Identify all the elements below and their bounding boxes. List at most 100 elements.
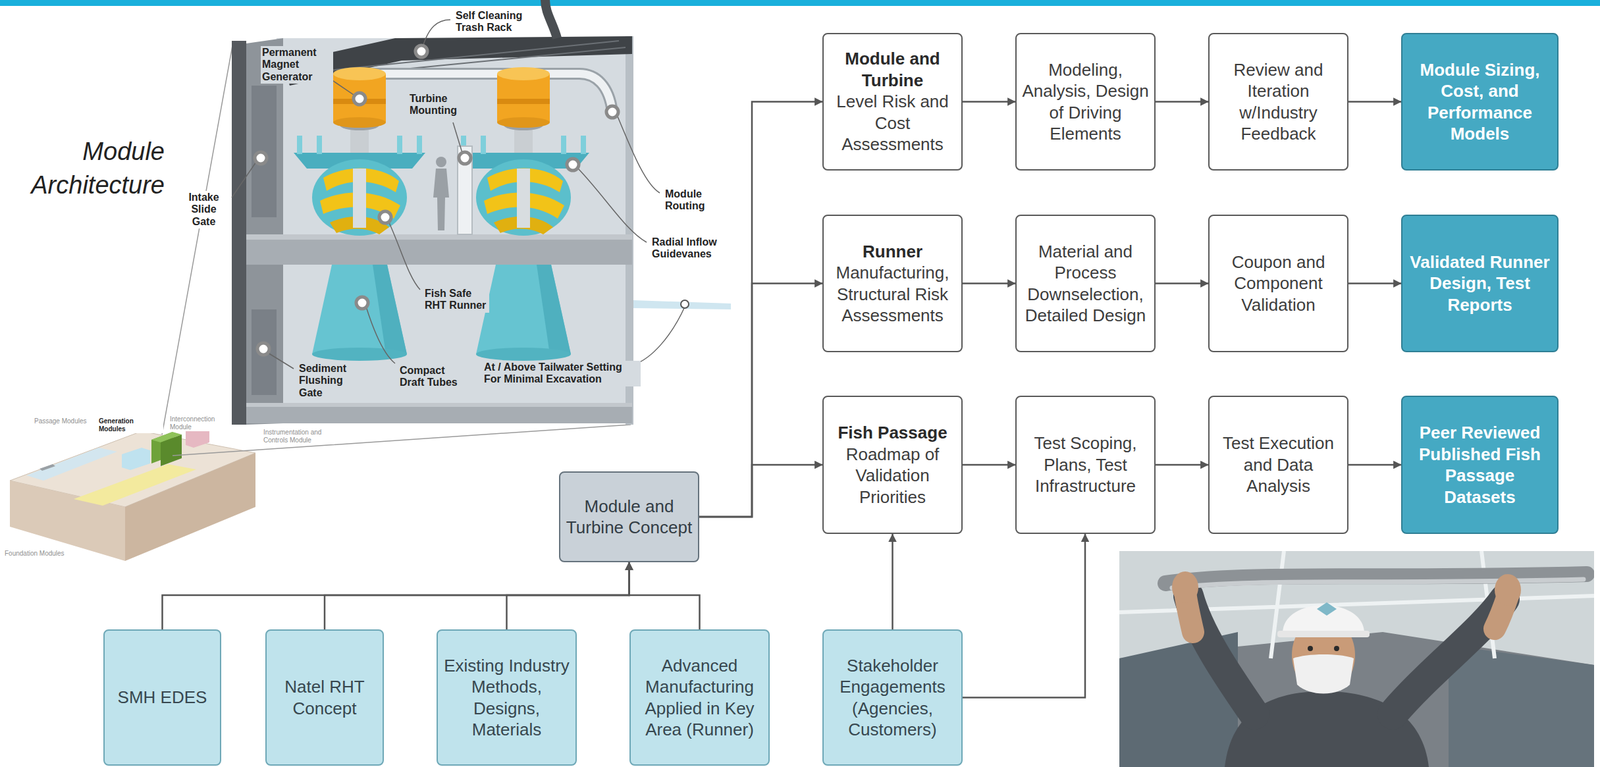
- box-text: Test Scoping, Plans, Test Infrastructure: [1021, 432, 1149, 498]
- connector-arrow: [699, 283, 823, 518]
- photo: [1293, 654, 1354, 694]
- module-illustration: [545, 0, 558, 39]
- module-illustration: [633, 300, 731, 310]
- leader-line: [267, 352, 294, 369]
- process-box: Module and TurbineLevel Risk and Cost As…: [822, 32, 963, 171]
- connector-arrow: [324, 562, 630, 630]
- leader-line: [366, 306, 396, 364]
- leader-line: [453, 122, 463, 153]
- text-wrap: Validated Runner Design, Test Reports: [1407, 251, 1552, 317]
- photo: [1172, 579, 1584, 588]
- output-box: Validated Runner Design, Test Reports: [1401, 214, 1559, 353]
- connector-arrow: [629, 562, 700, 630]
- box-text: Roadmap of Validation Priorities: [828, 443, 957, 509]
- module-illustration: [246, 38, 284, 425]
- section-title: Module Architecture: [2, 134, 165, 203]
- process-box: Test Execution and Data Analysis: [1208, 395, 1349, 534]
- box-text: Existing Industry Methods, Designs, Mate…: [443, 655, 571, 741]
- top-bar: [0, 0, 1600, 6]
- process-box: Coupon and Component Validation: [1208, 214, 1349, 353]
- photo: [1316, 602, 1337, 616]
- box-text: Module and Turbine Concept: [565, 495, 693, 539]
- module-illustration: [246, 234, 633, 240]
- part-label: Radial Inflow Guidevanes: [650, 235, 750, 262]
- text-wrap: Module and TurbineLevel Risk and Cost As…: [828, 48, 957, 156]
- site-model: [172, 424, 631, 456]
- module-illustration: [246, 234, 633, 265]
- module-illustration: [368, 73, 613, 112]
- part-label: Compact Draft Tubes: [398, 364, 468, 390]
- part-label: At / Above Tailwater Setting For Minimal…: [482, 360, 641, 387]
- photo: [1494, 574, 1521, 606]
- callout-dot: [257, 343, 270, 355]
- callout-dot: [379, 211, 392, 224]
- box-heading: Runner: [828, 240, 957, 263]
- connector-arrow: [1155, 464, 1209, 467]
- text-wrap: Existing Industry Methods, Designs, Mate…: [443, 655, 571, 741]
- leader-line: [578, 168, 647, 243]
- site-label: Generation Modules: [97, 416, 164, 434]
- connector-arrow: [962, 464, 1016, 467]
- connector-arrow: [1348, 464, 1402, 467]
- process-box: Modeling, Analysis, Design of Driving El…: [1015, 32, 1156, 171]
- part-label: Permanent Magnet Generator: [260, 46, 334, 84]
- callout-dot: [353, 92, 366, 105]
- box-text: Level Risk and Cost Assessments: [828, 90, 957, 156]
- callout-dot: [680, 300, 689, 309]
- part-label: Sediment Flushing Gate: [297, 362, 361, 400]
- callout-dot: [415, 45, 428, 58]
- connector-arrow: [891, 533, 894, 630]
- connector-arrow: [962, 100, 1016, 103]
- part-label: Fish Safe RHT Runner: [423, 287, 490, 313]
- leader-line: [633, 306, 685, 365]
- leader-line: [231, 19, 685, 369]
- photo: [1119, 551, 1595, 767]
- connector-arrow: [962, 533, 1086, 698]
- callout-dot: [566, 158, 579, 171]
- module-illustration: [231, 0, 731, 425]
- text-wrap: Stakeholder Engagements (Agencies, Custo…: [828, 655, 957, 741]
- module-illustration: [246, 402, 633, 424]
- box-text: Stakeholder Engagements (Agencies, Custo…: [828, 655, 957, 741]
- leader-line: [616, 113, 660, 193]
- leader-line: [388, 221, 421, 290]
- site-model: [26, 447, 118, 481]
- site-model: [161, 42, 234, 435]
- site-model: [160, 434, 182, 467]
- box-text: Test Execution and Data Analysis: [1214, 432, 1342, 498]
- part-label: Module Routing: [663, 187, 730, 214]
- callout-dot: [458, 152, 471, 164]
- text-wrap: Natel RHT Concept: [271, 676, 378, 720]
- process-box: Review and Iteration w/Industry Feedback: [1208, 32, 1349, 171]
- leader-line: [231, 161, 257, 198]
- input-box: SMH EDES: [103, 629, 222, 766]
- photo: [1172, 571, 1199, 604]
- site-model: [39, 464, 56, 471]
- module-illustration: [293, 67, 426, 361]
- connector-arrow: [506, 562, 630, 630]
- photo: [1448, 645, 1595, 767]
- text-wrap: Module Sizing, Cost, and Performance Mod…: [1407, 59, 1552, 145]
- box-text: Manufacturing, Structural Risk Assessmen…: [828, 262, 957, 327]
- text-wrap: Module and Turbine Concept: [565, 495, 693, 539]
- input-box: Natel RHT Concept: [265, 629, 384, 766]
- text-wrap: RunnerManufacturing, Structural Risk Ass…: [828, 240, 957, 327]
- site-model: [73, 464, 197, 506]
- process-box: Material and Process Downselection, Deta…: [1015, 214, 1156, 353]
- connector-arrow: [699, 464, 823, 517]
- text-wrap: Test Scoping, Plans, Test Infrastructure: [1021, 432, 1149, 498]
- box-heading: Fish Passage: [828, 422, 957, 444]
- connector-arrow: [1348, 100, 1402, 103]
- callout-dot: [356, 296, 369, 309]
- text-wrap: Review and Iteration w/Industry Feedback: [1214, 59, 1342, 145]
- module-illustration: [246, 402, 633, 407]
- module-illustration: [435, 156, 447, 168]
- photo: [1119, 551, 1595, 767]
- box-text: Material and Process Downselection, Deta…: [1021, 240, 1149, 327]
- process-box: RunnerManufacturing, Structural Risk Ass…: [822, 214, 963, 353]
- connector-arrow: [699, 102, 823, 518]
- input-box: Stakeholder Engagements (Agencies, Custo…: [822, 629, 963, 766]
- module-illustration: [251, 85, 277, 218]
